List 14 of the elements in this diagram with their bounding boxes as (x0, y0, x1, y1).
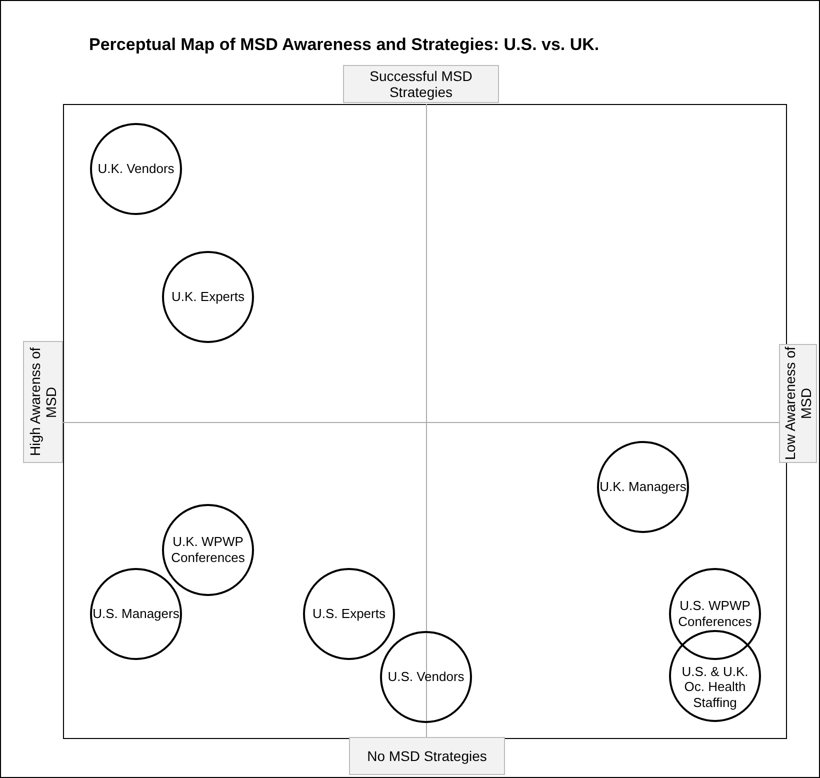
axis-label-box: Low Awareness of MSD (779, 344, 817, 463)
axis-label-box: High Awarenss of MSD (23, 341, 63, 463)
map-circle: U.S. Experts (303, 568, 395, 660)
map-circle: U.S. Vendors (380, 631, 472, 723)
map-circle: U.S. Managers (90, 568, 182, 660)
map-circle: U.K. Experts (162, 251, 254, 343)
map-circle: U.S. WPWP Conferences (669, 568, 761, 660)
map-circle: U.K. WPWP Conferences (162, 504, 254, 596)
map-circle: U.S. & U.K. Oc. Health Staffing (669, 630, 761, 722)
map-circle: U.K. Vendors (90, 123, 182, 215)
axis-label-box: Successful MSD Strategies (343, 65, 499, 103)
axis-label-box: No MSD Strategies (349, 737, 505, 775)
map-circle: U.K. Managers (597, 441, 689, 533)
chart-title: Perceptual Map of MSD Awareness and Strategies: U.S. vs. UK. (89, 35, 600, 55)
